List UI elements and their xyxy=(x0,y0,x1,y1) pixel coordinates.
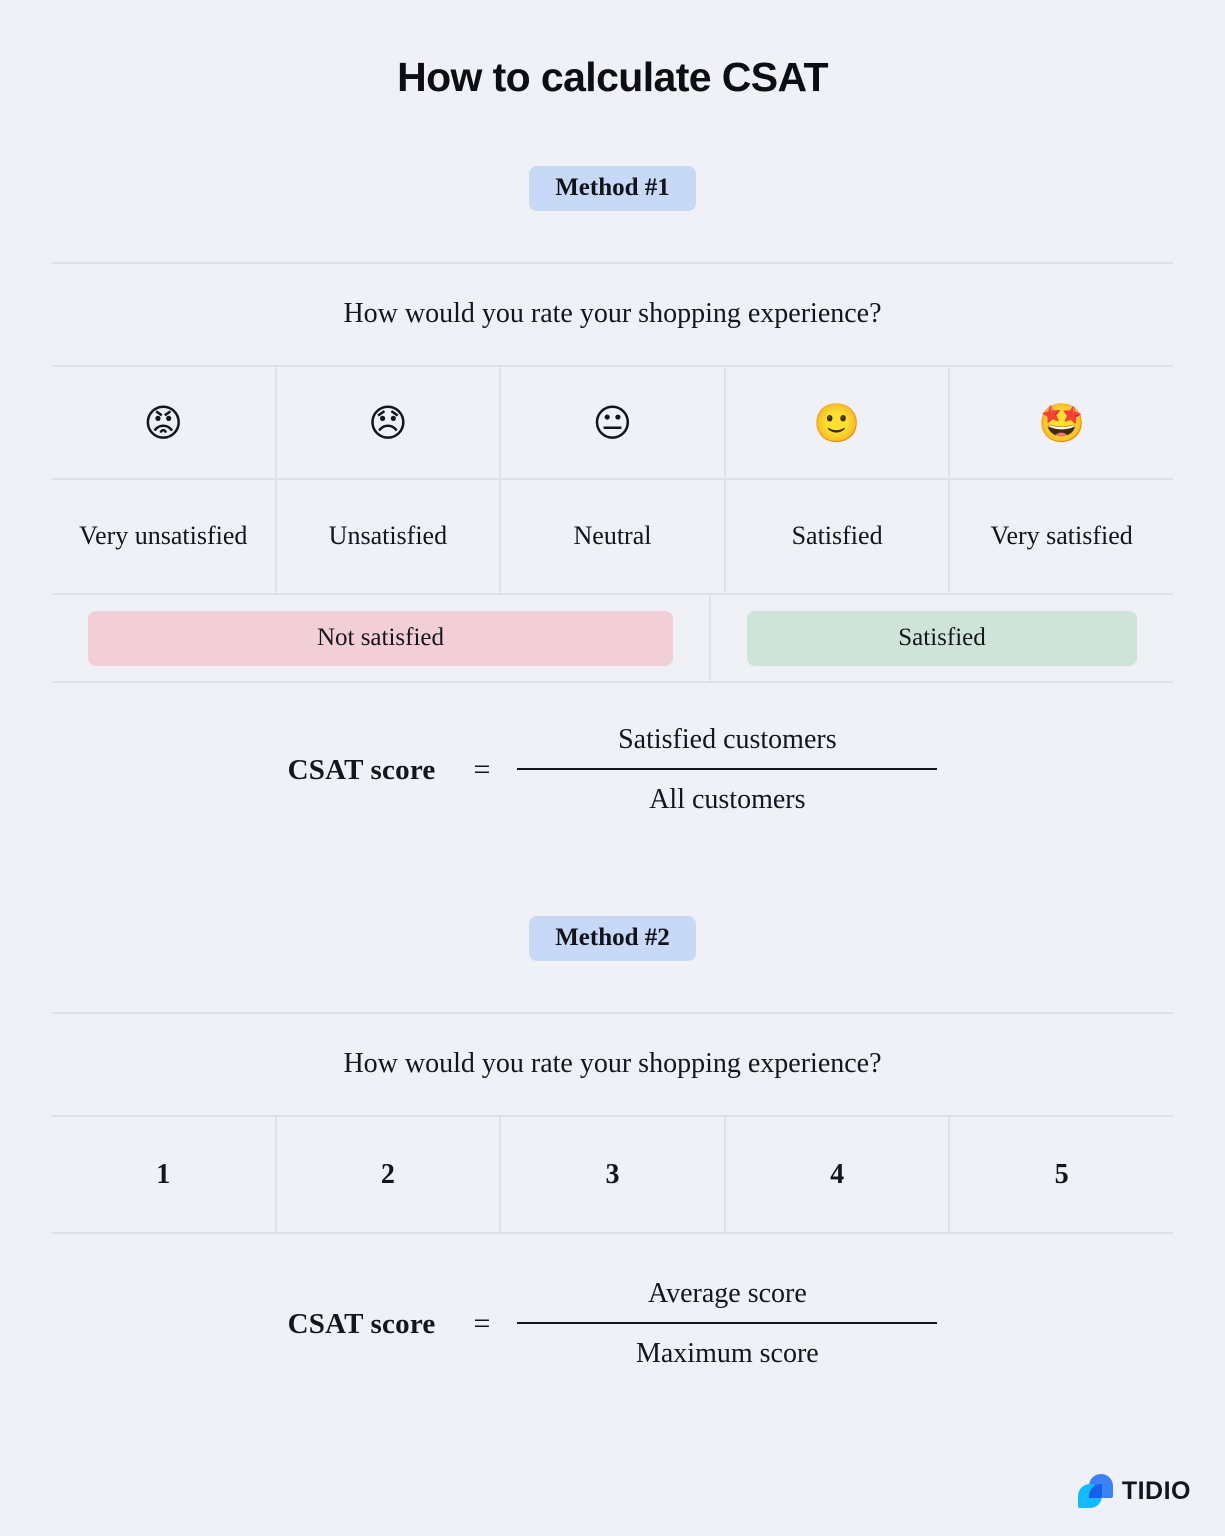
formula-1-fraction-bar xyxy=(517,768,938,770)
scale-label-very-satisfied: Very satisfied xyxy=(990,521,1133,551)
formula-2-fraction: Average score Maximum score xyxy=(517,1278,938,1369)
method-1-summary-row: Not satisfied Satisfied xyxy=(52,595,1173,683)
formula-2-numerator: Average score xyxy=(647,1278,807,1309)
logo-overlap-shape xyxy=(1088,1484,1102,1498)
pouting-face-emoji: 😡 xyxy=(143,400,184,445)
scale-option-unsatisfied[interactable]: 😞 xyxy=(277,367,502,478)
method-1-label-row: Very unsatisfied Unsatisfied Neutral Sat… xyxy=(52,480,1173,595)
rating-option-4[interactable]: 4 xyxy=(726,1117,951,1232)
rating-option-5[interactable]: 5 xyxy=(1054,1158,1069,1190)
rating-option-2[interactable]: 2 xyxy=(277,1117,502,1232)
formula-2-label: CSAT score xyxy=(287,1307,436,1340)
method-2-badge: Method #2 xyxy=(529,916,696,961)
method-1-badge-row: Method #1 xyxy=(0,166,1225,211)
method-1-emoji-row: 😡 😞 😐 🙂 🤩 xyxy=(52,367,1173,480)
disappointed-face-emoji: 😞 xyxy=(368,400,408,445)
scale-option-very-unsatisfied[interactable]: 😡 xyxy=(52,367,277,478)
method-1-badge: Method #1 xyxy=(529,166,696,211)
formula-1-numerator: Satisfied customers xyxy=(618,724,837,755)
neutral-face-emoji: 😐 xyxy=(592,400,633,445)
scale-label-very-unsatisfied: Very unsatisfied xyxy=(52,480,277,593)
scale-label-unsatisfied: Unsatisfied xyxy=(277,480,502,593)
method-2-formula: CSAT score = Average score Maximum score xyxy=(0,1280,1225,1368)
formula-1-fraction: Satisfied customers All customers xyxy=(517,724,938,815)
scale-option-satisfied[interactable]: 🙂 xyxy=(726,367,951,478)
formula-1-label: CSAT score xyxy=(287,753,436,786)
method-2-number-row: 1 2 3 4 5 xyxy=(52,1117,1173,1234)
formula-2-equals-sign: = xyxy=(473,1307,491,1340)
method-2-badge-row: Method #2 xyxy=(0,916,1225,961)
star-struck-face-emoji: 🤩 xyxy=(1038,400,1086,445)
scale-option-neutral[interactable]: 😐 xyxy=(501,367,726,478)
slightly-smiling-face-emoji: 🙂 xyxy=(813,400,861,445)
satisfied-chip: Satisfied xyxy=(747,610,1137,666)
scale-label-neutral: Neutral xyxy=(501,480,726,593)
method-1-formula: CSAT score = Satisfied customers All cus… xyxy=(0,726,1225,814)
summary-segment-satisfied: Satisfied xyxy=(711,595,1173,681)
rating-option-3[interactable]: 3 xyxy=(501,1117,726,1232)
formula-2-denominator: Maximum score xyxy=(635,1338,819,1369)
scale-option-very-satisfied[interactable]: 🤩 xyxy=(950,367,1173,478)
method-2-survey-table: How would you rate your shopping experie… xyxy=(52,1012,1173,1234)
rating-option-1[interactable]: 1 xyxy=(52,1117,277,1232)
method-1-survey-table: How would you rate your shopping experie… xyxy=(52,262,1173,683)
method-2-question: How would you rate your shopping experie… xyxy=(52,1014,1173,1117)
formula-2-fraction-bar xyxy=(517,1322,938,1324)
formula-1-denominator: All customers xyxy=(649,784,806,815)
tidio-wordmark: TIDIO xyxy=(1121,1476,1191,1505)
page-title: How to calculate CSAT xyxy=(397,54,828,100)
tidio-logo: TIDIO xyxy=(1077,1474,1191,1508)
scale-label-satisfied: Satisfied xyxy=(726,480,951,593)
formula-1-equals-sign: = xyxy=(473,753,491,786)
not-satisfied-chip: Not satisfied xyxy=(88,610,673,666)
tidio-chat-bubble-icon xyxy=(1077,1474,1113,1508)
summary-segment-not-satisfied: Not satisfied xyxy=(52,595,711,681)
method-1-question: How would you rate your shopping experie… xyxy=(52,264,1173,367)
